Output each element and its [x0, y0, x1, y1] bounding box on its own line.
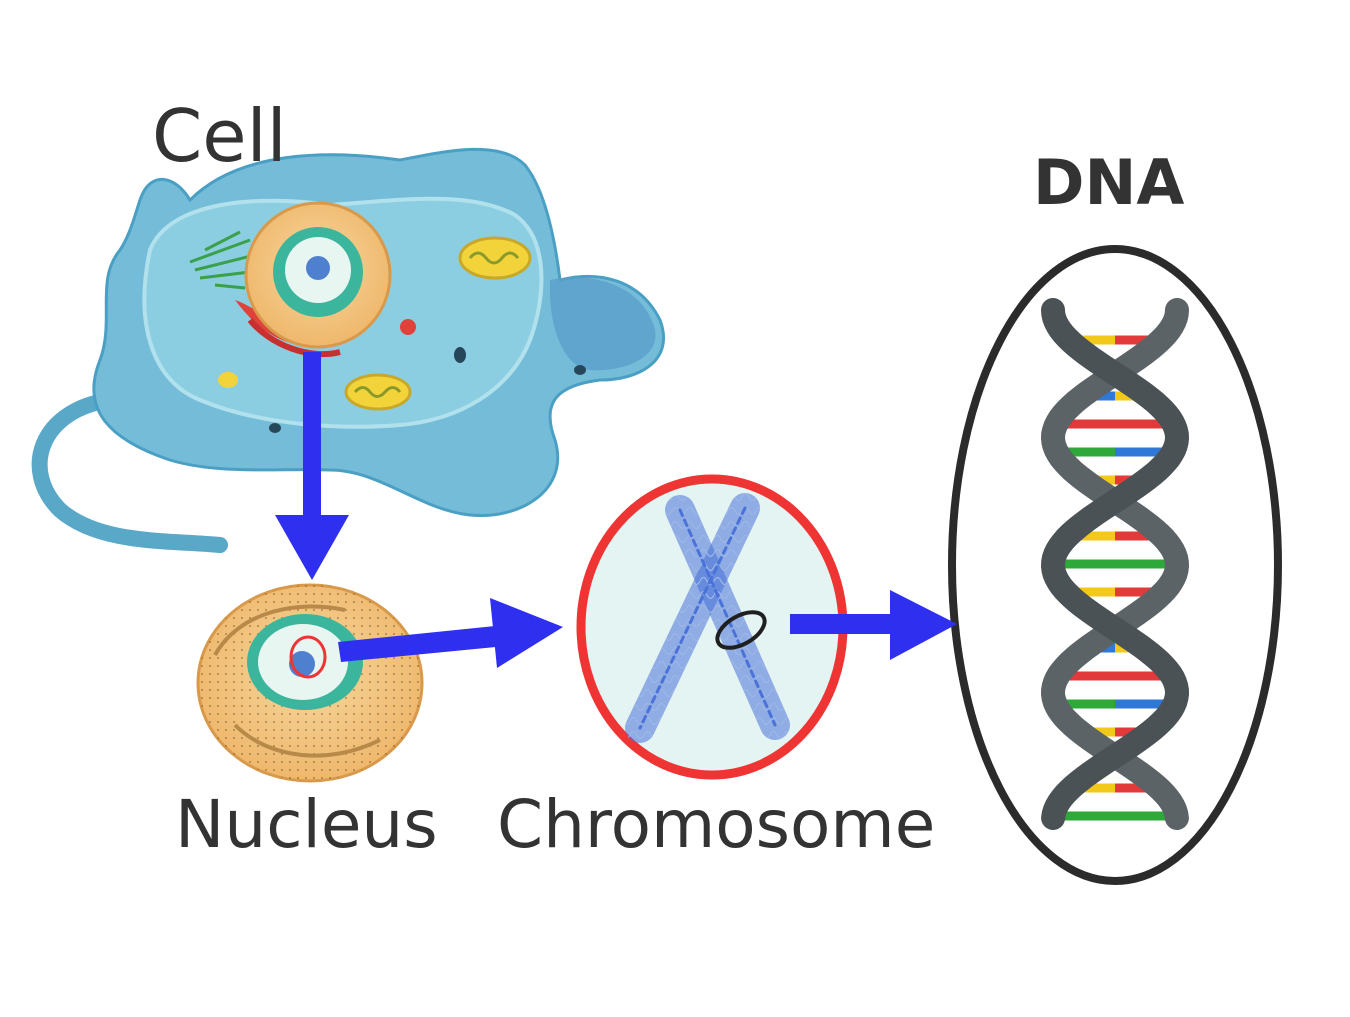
arrow-cell-to-nucleus	[275, 352, 349, 580]
label-chromosome: Chromosome	[497, 786, 936, 863]
cell-pseudopod	[549, 277, 656, 371]
arrow-nucleus-to-chromosome	[338, 598, 563, 668]
nucleus-highlight-ring	[289, 635, 327, 679]
mitochondrion-icon	[344, 373, 412, 411]
label-cell: Cell	[152, 94, 287, 178]
dna-double-helix	[948, 245, 1282, 885]
chromatid-x	[625, 493, 790, 743]
mitochondrion-icon	[458, 236, 532, 280]
chromosome-zoom-ring	[715, 610, 767, 650]
cell-flagellum	[31, 392, 228, 553]
label-dna: DNA	[1033, 146, 1185, 219]
arrow-chromosome-to-dna	[790, 590, 957, 660]
cell-illustration	[31, 147, 666, 553]
dna-ring	[948, 245, 1282, 885]
centriole-icon	[189, 230, 256, 290]
label-nucleus: Nucleus	[175, 786, 438, 863]
nucleus-illustration	[196, 583, 424, 783]
chromosome-illustration	[576, 474, 848, 780]
flow-arrows	[275, 352, 957, 668]
